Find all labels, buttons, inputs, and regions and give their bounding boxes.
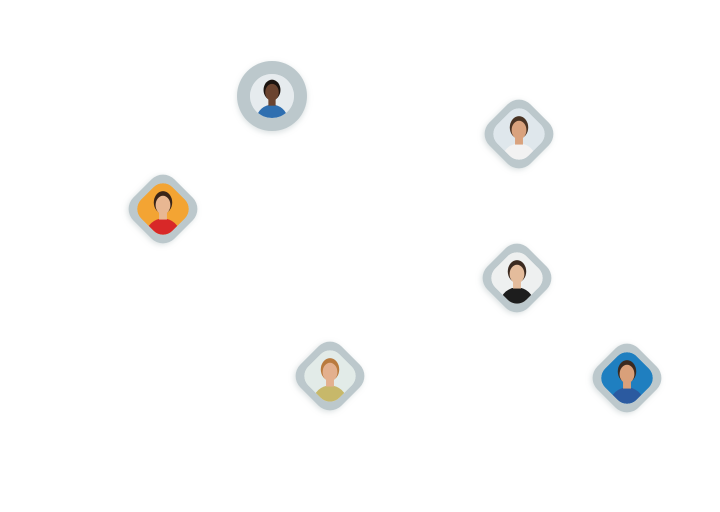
avatar-node[interactable] — [477, 92, 561, 176]
avatar-node[interactable] — [475, 236, 559, 320]
person-icon — [250, 74, 294, 118]
avatar-node[interactable] — [585, 336, 669, 420]
avatar-node[interactable] — [288, 334, 372, 418]
avatar-photo — [487, 102, 551, 166]
avatar-photo — [250, 74, 294, 118]
person-icon — [492, 107, 546, 164]
avatar-photo — [298, 344, 362, 408]
avatar-photo — [485, 246, 549, 310]
avatar-photo — [595, 346, 659, 410]
avatar-photo — [131, 177, 195, 241]
avatar-node[interactable] — [230, 54, 314, 138]
avatar-node[interactable] — [121, 167, 205, 251]
